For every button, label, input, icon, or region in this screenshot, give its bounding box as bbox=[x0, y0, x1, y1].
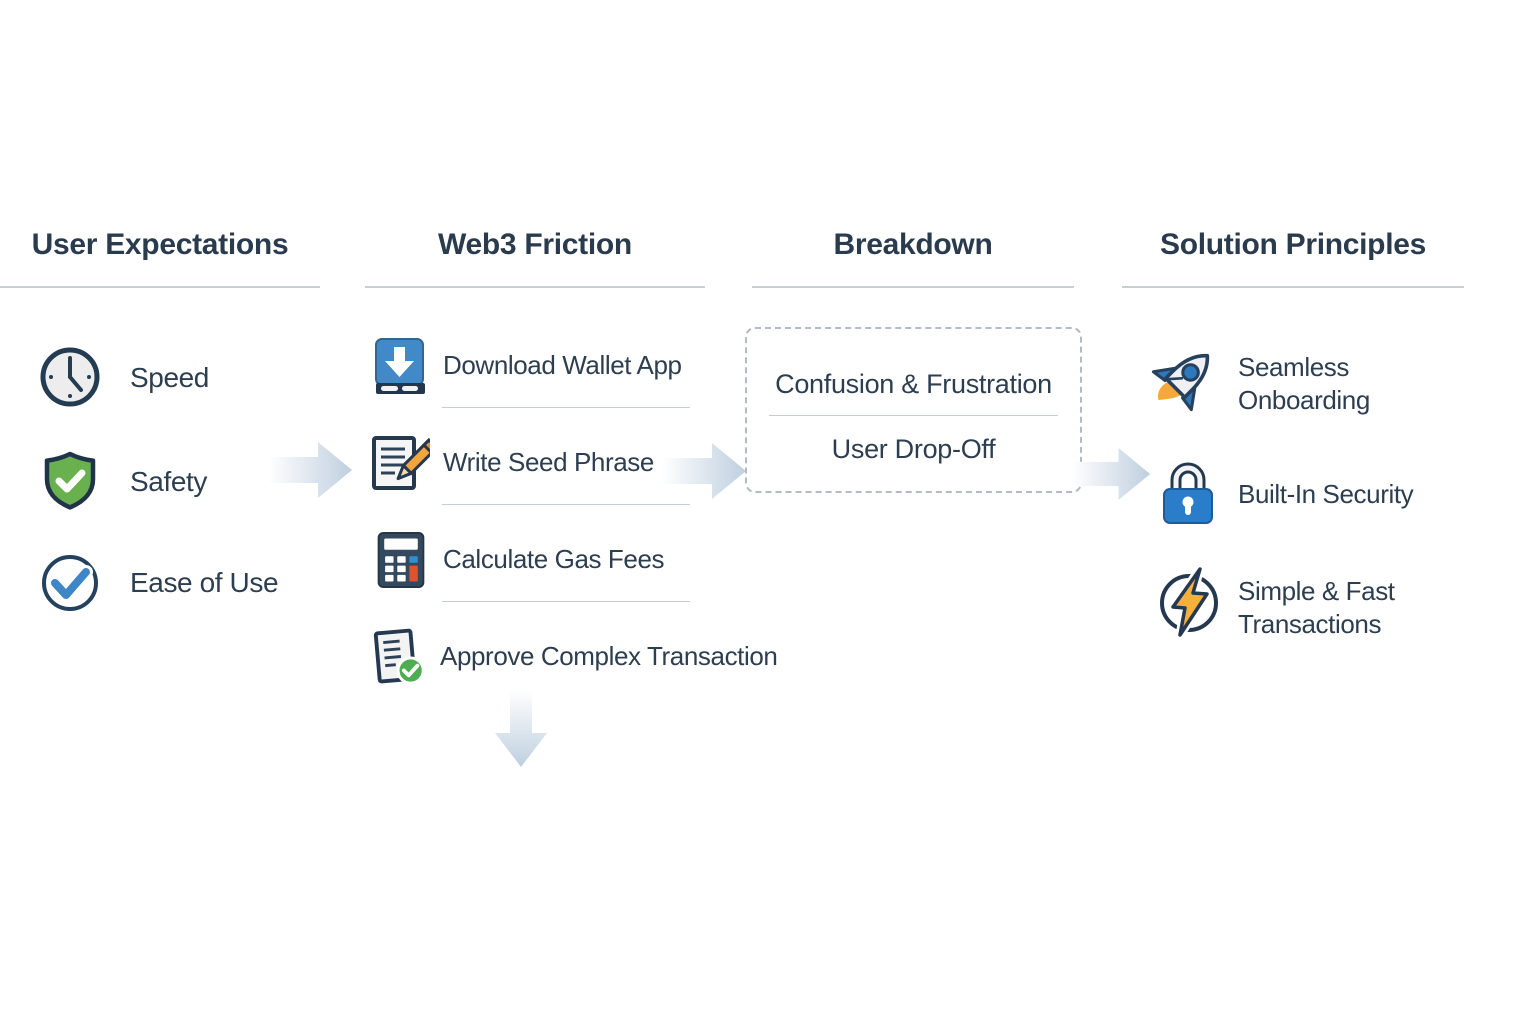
solution-label-security: Built-In Security bbox=[1238, 479, 1414, 509]
row-divider bbox=[442, 601, 690, 602]
row-divider bbox=[442, 504, 690, 505]
expectation-label-safety: Safety bbox=[130, 466, 207, 497]
breakdown-divider bbox=[769, 415, 1058, 416]
approved-document-icon bbox=[370, 628, 430, 686]
friction-label-seed-phrase: Write Seed Phrase bbox=[443, 447, 654, 477]
shield-check-icon bbox=[38, 449, 102, 513]
rocket-icon bbox=[1150, 344, 1218, 412]
arrow-down-icon bbox=[493, 690, 549, 768]
row-divider bbox=[442, 407, 690, 408]
lightning-icon bbox=[1153, 565, 1225, 639]
solution-label-transactions: Simple & Fast Transactions bbox=[1238, 576, 1395, 639]
column-title-solution-principles: Solution Principles bbox=[1160, 228, 1426, 261]
breakdown-box: Confusion & Frustration User Drop-Off bbox=[745, 327, 1082, 493]
column-underline bbox=[752, 286, 1074, 288]
column-title-breakdown: Breakdown bbox=[833, 228, 993, 261]
friction-label-download-wallet: Download Wallet App bbox=[443, 350, 682, 380]
column-title-web3-friction: Web3 Friction bbox=[438, 228, 632, 261]
expectation-label-speed: Speed bbox=[130, 362, 209, 393]
friction-label-approve-transaction: Approve Complex Transaction bbox=[440, 641, 778, 671]
expectation-label-ease-of-use: Ease of Use bbox=[130, 567, 279, 598]
circle-check-icon bbox=[38, 550, 102, 614]
clock-icon bbox=[38, 345, 102, 409]
arrow-right-icon bbox=[1072, 444, 1152, 504]
column-title-user-expectations: User Expectations bbox=[31, 228, 289, 261]
breakdown-item-confusion: Confusion & Frustration bbox=[775, 369, 1052, 399]
solution-label-onboarding: Seamless Onboarding bbox=[1238, 352, 1370, 415]
seed-phrase-note-icon bbox=[370, 434, 430, 494]
column-underline bbox=[365, 286, 705, 288]
arrow-right-icon bbox=[268, 440, 354, 500]
column-underline bbox=[1122, 286, 1464, 288]
calculator-icon bbox=[373, 531, 429, 589]
breakdown-item-drop-off: User Drop-Off bbox=[831, 434, 996, 464]
friction-label-gas-fees: Calculate Gas Fees bbox=[443, 544, 665, 574]
arrow-right-icon bbox=[662, 441, 748, 501]
lock-icon bbox=[1160, 460, 1216, 526]
wallet-download-icon bbox=[372, 337, 428, 397]
column-underline bbox=[0, 286, 320, 288]
